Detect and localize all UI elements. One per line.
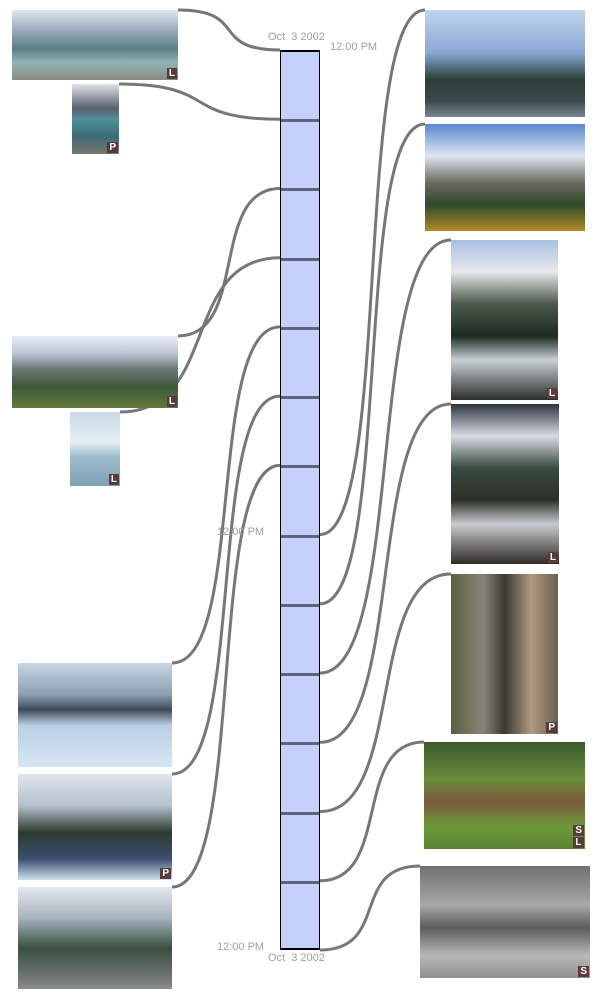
photo-badges: P bbox=[107, 142, 118, 153]
photo-waterfall-canyon[interactable]: L bbox=[451, 404, 559, 564]
photo-elk-bw[interactable]: S bbox=[420, 866, 590, 978]
timeline-segment-divider bbox=[281, 257, 319, 261]
timeline-start-time: 12:00 PM bbox=[330, 41, 378, 53]
timeline-segment-divider bbox=[281, 465, 319, 469]
connector-line bbox=[118, 82, 281, 121]
photo-autumn-forest-mountains[interactable] bbox=[425, 124, 585, 231]
timeline-segment-divider bbox=[281, 326, 319, 330]
photo-icefield-walk[interactable] bbox=[18, 663, 172, 767]
badge-p: P bbox=[160, 868, 171, 879]
badge-p: P bbox=[546, 722, 557, 733]
photo-badges: L bbox=[547, 552, 558, 563]
timeline-end-time: 12:00 PM bbox=[217, 941, 265, 953]
connector-line bbox=[319, 122, 426, 606]
photo-mountain-highway[interactable] bbox=[18, 887, 172, 989]
photo-mountain-river[interactable] bbox=[425, 10, 585, 117]
photo-lake-louise-panorama[interactable]: L bbox=[12, 10, 178, 80]
connector-line bbox=[171, 325, 281, 665]
photo-people-in-canyon[interactable]: P bbox=[451, 574, 558, 734]
timeline-end-date: Oct 3 2002 bbox=[268, 952, 325, 964]
timeline-segment-divider bbox=[281, 811, 319, 815]
timeline-start-date: Oct 3 2002 bbox=[268, 31, 325, 43]
photo-badges: L bbox=[108, 474, 119, 485]
connector-line bbox=[177, 8, 281, 52]
photo-person-at-lake[interactable]: P bbox=[72, 84, 119, 154]
photo-badges: P bbox=[546, 722, 557, 733]
photo-glacier-sign[interactable]: L bbox=[70, 412, 120, 486]
connector-line bbox=[171, 463, 281, 889]
badge-l: L bbox=[166, 396, 177, 407]
badge-l: L bbox=[166, 68, 177, 79]
badge-l: L bbox=[547, 552, 558, 563]
badge-l: L bbox=[108, 474, 119, 485]
badge-p: P bbox=[107, 142, 118, 153]
connector-line bbox=[319, 402, 452, 744]
timeline-segment-divider bbox=[281, 673, 319, 677]
timeline-segment-divider bbox=[281, 603, 319, 607]
timeline-mid-time: 12:00 PM bbox=[217, 526, 265, 538]
badge-l: L bbox=[573, 837, 584, 848]
timeline-segment-divider bbox=[281, 742, 319, 746]
timeline-bar[interactable] bbox=[280, 50, 320, 950]
photo-badges: L bbox=[546, 388, 557, 399]
connector-line bbox=[319, 864, 421, 952]
photo-badges: S bbox=[578, 966, 589, 977]
photo-waterfall-mountain[interactable]: L bbox=[451, 240, 558, 400]
timeline-segment-divider bbox=[281, 396, 319, 400]
photo-badges: L bbox=[166, 396, 177, 407]
timeline-segment-divider bbox=[281, 188, 319, 192]
connector-line bbox=[319, 238, 452, 675]
connector-line bbox=[319, 572, 452, 814]
photo-badges: L bbox=[166, 68, 177, 79]
badge-l: L bbox=[546, 388, 557, 399]
photo-three-people-on-glacier[interactable]: P bbox=[18, 774, 172, 880]
connector-line bbox=[171, 394, 281, 776]
photo-badges: P bbox=[160, 868, 171, 879]
timeline-segment-divider bbox=[281, 534, 319, 538]
timeline-segment-divider bbox=[281, 880, 319, 884]
badge-s: S bbox=[573, 825, 584, 836]
photo-valley-highway-panorama[interactable]: L bbox=[12, 336, 178, 408]
timeline-segment-divider bbox=[281, 119, 319, 123]
connector-line bbox=[177, 186, 281, 338]
badge-s: S bbox=[578, 966, 589, 977]
connector-line bbox=[319, 8, 426, 537]
connector-line bbox=[319, 740, 425, 883]
